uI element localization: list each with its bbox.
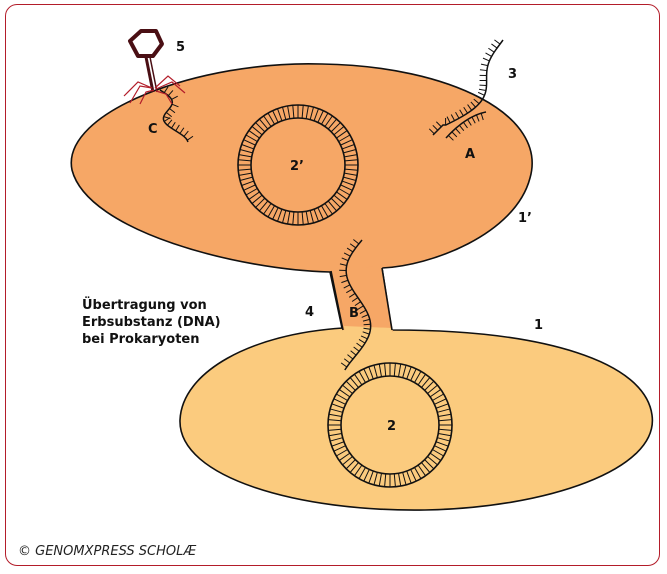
copyright-credit: © GENOMXPRESS SCHOLÆ xyxy=(18,544,196,559)
caption-line-2: Erbsubstanz (DNA) xyxy=(82,315,221,330)
caption-line-1: Übertragung von xyxy=(82,297,207,313)
label-1-prime: 1’ xyxy=(518,211,532,226)
label-C: C xyxy=(148,122,158,137)
label-5: 5 xyxy=(176,40,185,55)
diagram-caption: Übertragung von Erbsubstanz (DNA) bei Pr… xyxy=(82,297,221,347)
label-1: 1 xyxy=(534,318,543,333)
label-2-prime: 2’ xyxy=(290,159,304,174)
caption-line-3: bei Prokaryoten xyxy=(82,332,200,347)
label-3: 3 xyxy=(508,67,517,82)
label-B: B xyxy=(349,306,359,321)
phage-head xyxy=(130,31,162,56)
label-4: 4 xyxy=(305,305,314,320)
label-2: 2 xyxy=(387,419,396,434)
label-A: A xyxy=(465,147,475,162)
recipient-cell xyxy=(180,328,652,510)
